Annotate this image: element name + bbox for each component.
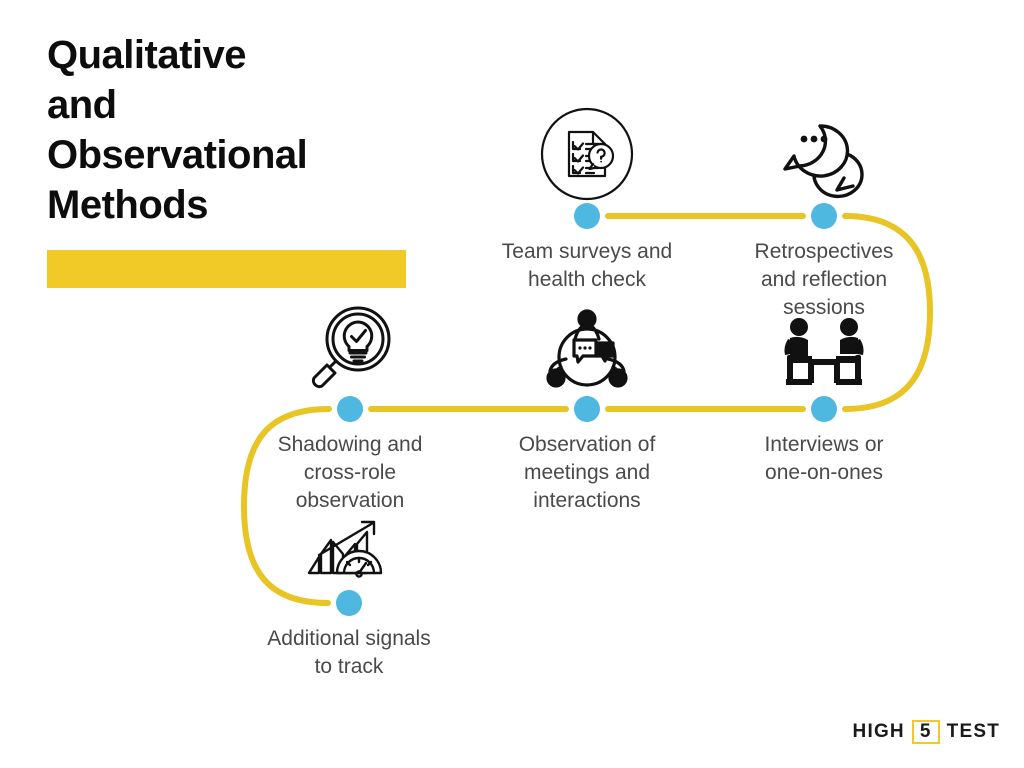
logo-word-high: HIGH — [852, 721, 905, 742]
node-dot — [811, 203, 837, 229]
node-dot — [574, 396, 600, 422]
node-dot — [336, 590, 362, 616]
meeting-roundtable-icon — [537, 295, 637, 395]
logo-word-test: TEST — [946, 721, 1000, 742]
flow-node-label: Observation of meetings and interactions — [518, 433, 656, 512]
magnifier-lightbulb-check-icon — [300, 295, 400, 395]
logo-badge-five: 5 — [911, 720, 940, 744]
page-title: Qualitative and Observational Methods — [47, 33, 308, 227]
two-people-seated-icon — [774, 295, 874, 395]
flow-node-label: Shadowing and cross-role observation — [277, 433, 423, 512]
node-dot — [574, 203, 600, 229]
flow-node-label: Interviews or one-on-ones — [764, 433, 884, 484]
flow-node-label: Additional signals to track — [267, 627, 431, 678]
title-block: Qualitative and Observational Methods — [47, 30, 447, 230]
flow-node-label: Retrospectives and reflection sessions — [754, 240, 894, 319]
speech-bubbles-icon — [774, 102, 874, 202]
title-underline-bar — [47, 250, 406, 288]
bar-chart-gauge-icon — [299, 489, 399, 589]
node-dot — [337, 396, 363, 422]
brand-logo: HIGH 5 TEST — [853, 720, 1000, 744]
survey-checklist-question-icon — [537, 102, 637, 202]
flow-node-label: Team surveys and health check — [501, 240, 673, 291]
node-dot — [811, 396, 837, 422]
